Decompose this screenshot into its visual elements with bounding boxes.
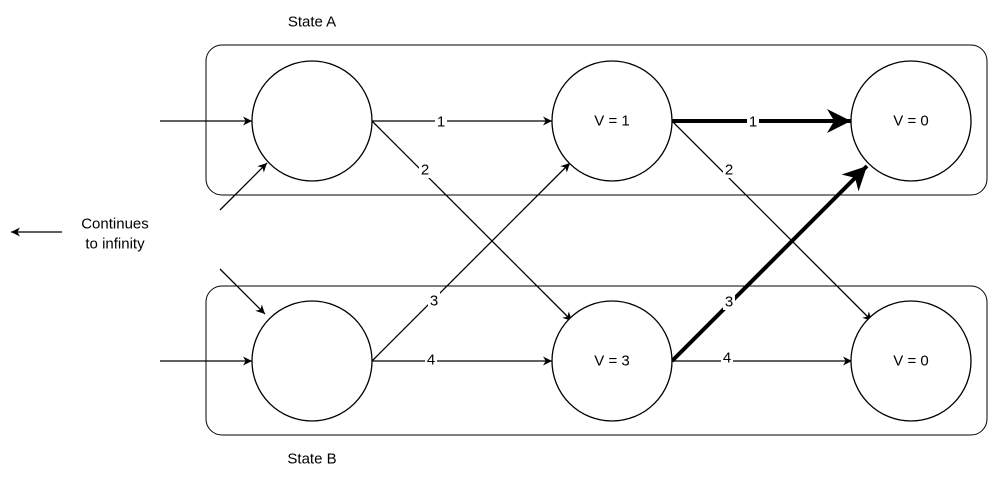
edge-a2-b3 — [671, 120, 873, 322]
node-b2-label: V = 3 — [594, 353, 629, 370]
edge-b2-a3 — [670, 164, 869, 363]
node-b3: V = 0 — [850, 300, 972, 422]
edge-label-a1-b2: 2 — [419, 161, 431, 179]
state-a-title: State A — [288, 14, 336, 31]
edge-a1-b2 — [371, 120, 573, 322]
state-b-title: State B — [287, 451, 336, 468]
svg-text:4: 4 — [723, 350, 731, 367]
node-a1 — [251, 60, 373, 182]
incoming-diag-arrow-a — [219, 162, 268, 211]
edge-label-b2-b3: 4 — [721, 350, 733, 367]
continues-note-line2: to infinity — [85, 236, 145, 253]
svg-text:3: 3 — [725, 294, 733, 311]
node-b1 — [251, 300, 373, 422]
svg-text:1: 1 — [437, 114, 445, 131]
svg-text:3: 3 — [430, 293, 438, 310]
node-b2: V = 3 — [551, 300, 673, 422]
state-a-container — [205, 44, 988, 196]
node-a2: V = 1 — [551, 60, 673, 182]
node-a3-label: V = 0 — [893, 113, 928, 130]
edge-label-a1-a2: 1 — [435, 113, 447, 131]
edge-label-b1-b2: 4 — [425, 352, 437, 369]
svg-text:1: 1 — [749, 114, 757, 131]
edge-b1-a2 — [371, 162, 571, 362]
node-a3: V = 0 — [850, 60, 972, 182]
incoming-diag-arrow-b — [219, 268, 266, 315]
node-b3-label: V = 0 — [893, 353, 928, 370]
svg-text:4: 4 — [427, 352, 435, 369]
edge-label-a2-a3: 1 — [747, 113, 759, 131]
svg-text:2: 2 — [725, 162, 733, 179]
svg-text:2: 2 — [421, 162, 429, 179]
continues-note-line1: Continues — [81, 216, 149, 233]
node-a2-label: V = 1 — [594, 113, 629, 130]
edge-label-a2-b3: 2 — [723, 161, 735, 179]
edge-label-b1-a2: 3 — [428, 292, 440, 310]
edge-label-b2-a3: 3 — [723, 293, 735, 311]
